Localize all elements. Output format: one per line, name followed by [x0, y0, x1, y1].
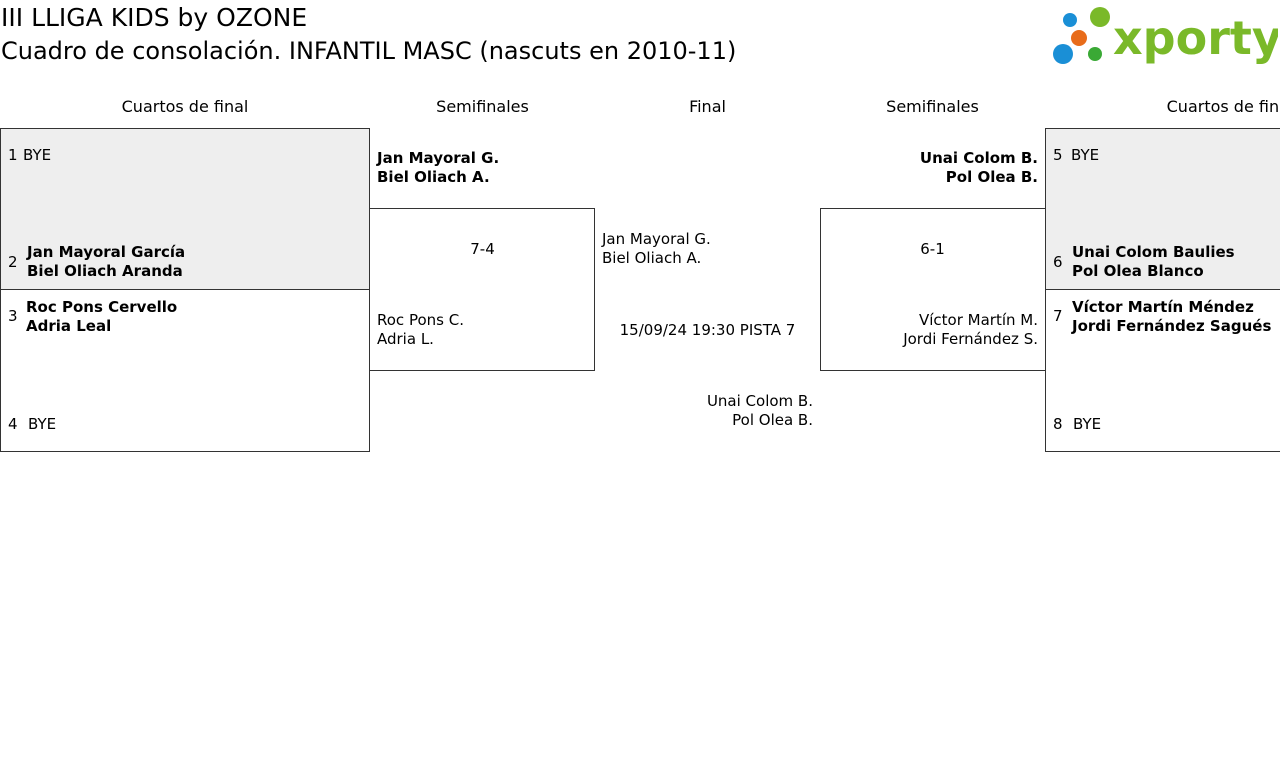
quarterfinal-player: BYE: [23, 146, 52, 164]
draw-subtitle: Cuadro de consolación. INFANTIL MASC (na…: [1, 37, 737, 65]
quarterfinal-player: Jordi Fernández Sagués: [1072, 317, 1272, 335]
logo-wordmark: xporty: [1113, 11, 1278, 65]
quarterfinal-match-4[interactable]: [1045, 289, 1280, 452]
round-header-left-semis: Semifinales: [436, 97, 529, 116]
semifinal-player: Adria L.: [377, 330, 434, 348]
seed-number: 1: [8, 146, 18, 164]
semifinal-player: Víctor Martín M.: [918, 311, 1038, 329]
xporty-logo-icon: xporty: [1053, 7, 1280, 65]
quarterfinal-player: Adria Leal: [26, 317, 112, 335]
quarterfinal-match-3[interactable]: [1045, 128, 1280, 290]
quarterfinal-player: Pol Olea Blanco: [1072, 262, 1204, 280]
final-schedule: 15/09/24 19:30 PISTA 7: [619, 321, 796, 339]
semifinal-player: Unai Colom B.: [919, 149, 1038, 167]
quarterfinal-player: BYE: [28, 415, 57, 433]
quarterfinal-player: BYE: [1073, 415, 1102, 433]
semifinal-player: Roc Pons C.: [377, 311, 464, 329]
round-header-final: Final: [689, 97, 726, 116]
round-header-left-quarters: Cuartos de final: [121, 97, 249, 116]
quarterfinal-player: Jan Mayoral García: [27, 243, 186, 261]
seed-number: 8: [1053, 415, 1063, 433]
seed-number: 6: [1053, 253, 1063, 271]
round-header-right-semis: Semifinales: [886, 97, 979, 116]
semifinal-player: Biel Oliach A.: [377, 168, 490, 186]
final-player: Pol Olea B.: [732, 411, 813, 429]
quarterfinal-player: Biel Oliach Aranda: [27, 262, 183, 280]
seed-number: 4: [8, 415, 18, 433]
semifinal-player: Jan Mayoral G.: [377, 149, 500, 167]
quarterfinal-match-1[interactable]: [0, 128, 370, 290]
xporty-logo[interactable]: xporty: [1050, 2, 1280, 68]
seed-number: 2: [8, 253, 18, 271]
match-score: 6-1: [920, 240, 945, 258]
final-player: Jan Mayoral G.: [602, 230, 711, 248]
quarterfinal-player: Víctor Martín Méndez: [1072, 298, 1254, 316]
final-player: Biel Oliach A.: [602, 249, 702, 267]
final-player: Unai Colom B.: [706, 392, 813, 410]
quarterfinal-player: Unai Colom Baulies: [1072, 243, 1235, 261]
seed-number: 5: [1053, 146, 1063, 164]
match-score: 7-4: [470, 240, 495, 258]
tournament-title: III LLIGA KIDS by OZONE: [1, 3, 308, 32]
semifinal-player: Jordi Fernández S.: [903, 330, 1038, 348]
round-header-right-quarters: Cuartos de final: [1166, 97, 1280, 116]
seed-number: 3: [8, 307, 18, 325]
quarterfinal-player: BYE: [1071, 146, 1100, 164]
semifinal-player: Pol Olea B.: [945, 168, 1038, 186]
seed-number: 7: [1053, 307, 1063, 325]
semifinal-match-left[interactable]: [369, 208, 595, 371]
quarterfinal-player: Roc Pons Cervello: [26, 298, 178, 316]
